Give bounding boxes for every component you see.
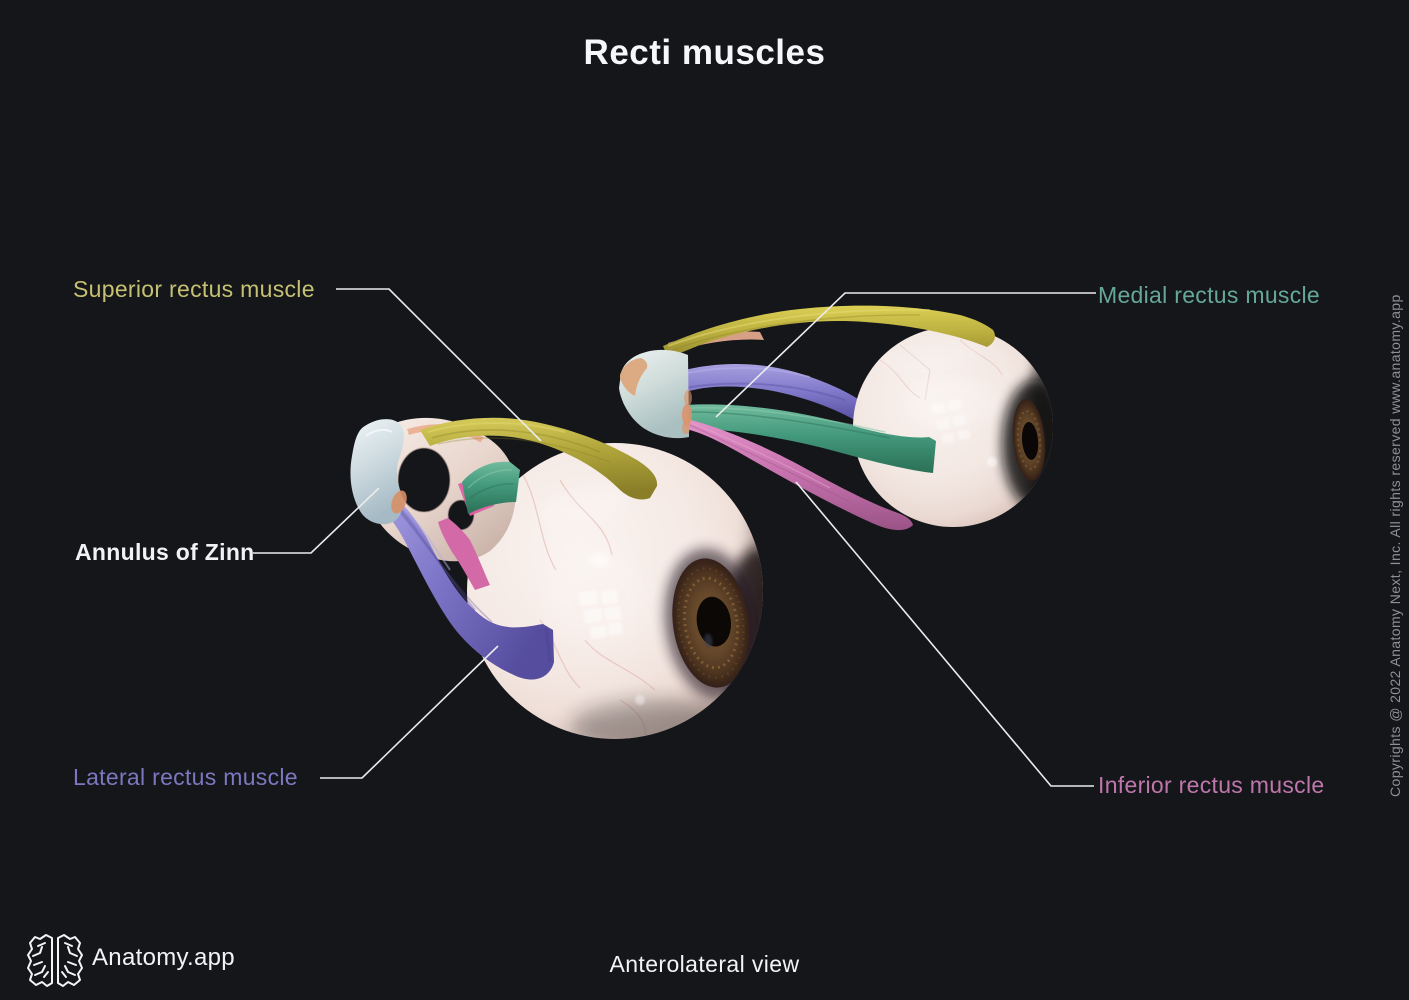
annulus-tip-right — [620, 358, 648, 396]
left-eye-pupil — [696, 596, 732, 647]
label-medial-rectus-muscle: Medial rectus muscle — [1098, 282, 1321, 308]
inferior-rectus-muscle-left — [438, 518, 490, 590]
window-reflection — [578, 589, 623, 639]
leader-line-superior-rectus — [336, 288, 542, 442]
medial-rectus-muscle-left — [462, 461, 520, 514]
superior-rectus-muscle-left — [420, 417, 658, 500]
annulus-tendon-accent — [391, 490, 407, 514]
lateral-rectus-muscle-right — [681, 364, 861, 422]
label-lateral-rectus-muscle: Lateral rectus muscle — [73, 764, 298, 790]
leader-line-medial-rectus — [715, 292, 1096, 418]
copyright-text: Copyrights @ 2022 Anatomy Next, Inc. All… — [1387, 294, 1403, 797]
right-eye-pupil — [1021, 421, 1039, 460]
brand-name: Anatomy.app — [92, 944, 235, 971]
annulus-of-zinn-right — [619, 349, 692, 439]
leader-line-lateral-rectus — [320, 645, 499, 779]
leader-line-inferior-rectus — [795, 481, 1094, 787]
page-title: Recti muscles — [583, 33, 826, 72]
medial-rectus-muscle-right — [685, 404, 936, 473]
annulus-of-zinn-left — [350, 419, 407, 525]
view-caption: Anterolateral view — [609, 951, 800, 977]
inferior-rectus-muscle-right — [678, 417, 913, 531]
brain-icon — [27, 934, 83, 987]
left-eye-assembly — [350, 417, 763, 739]
label-superior-rectus-muscle: Superior rectus muscle — [73, 276, 315, 302]
label-annulus-of-zinn: Annulus of Zinn — [75, 539, 255, 565]
leader-line-annulus-of-zinn — [253, 487, 380, 554]
left-eye-iris-group — [664, 548, 760, 700]
superior-rectus-muscle-right — [663, 305, 995, 358]
label-inferior-rectus-muscle: Inferior rectus muscle — [1098, 772, 1325, 798]
leader-lines — [253, 288, 1096, 787]
